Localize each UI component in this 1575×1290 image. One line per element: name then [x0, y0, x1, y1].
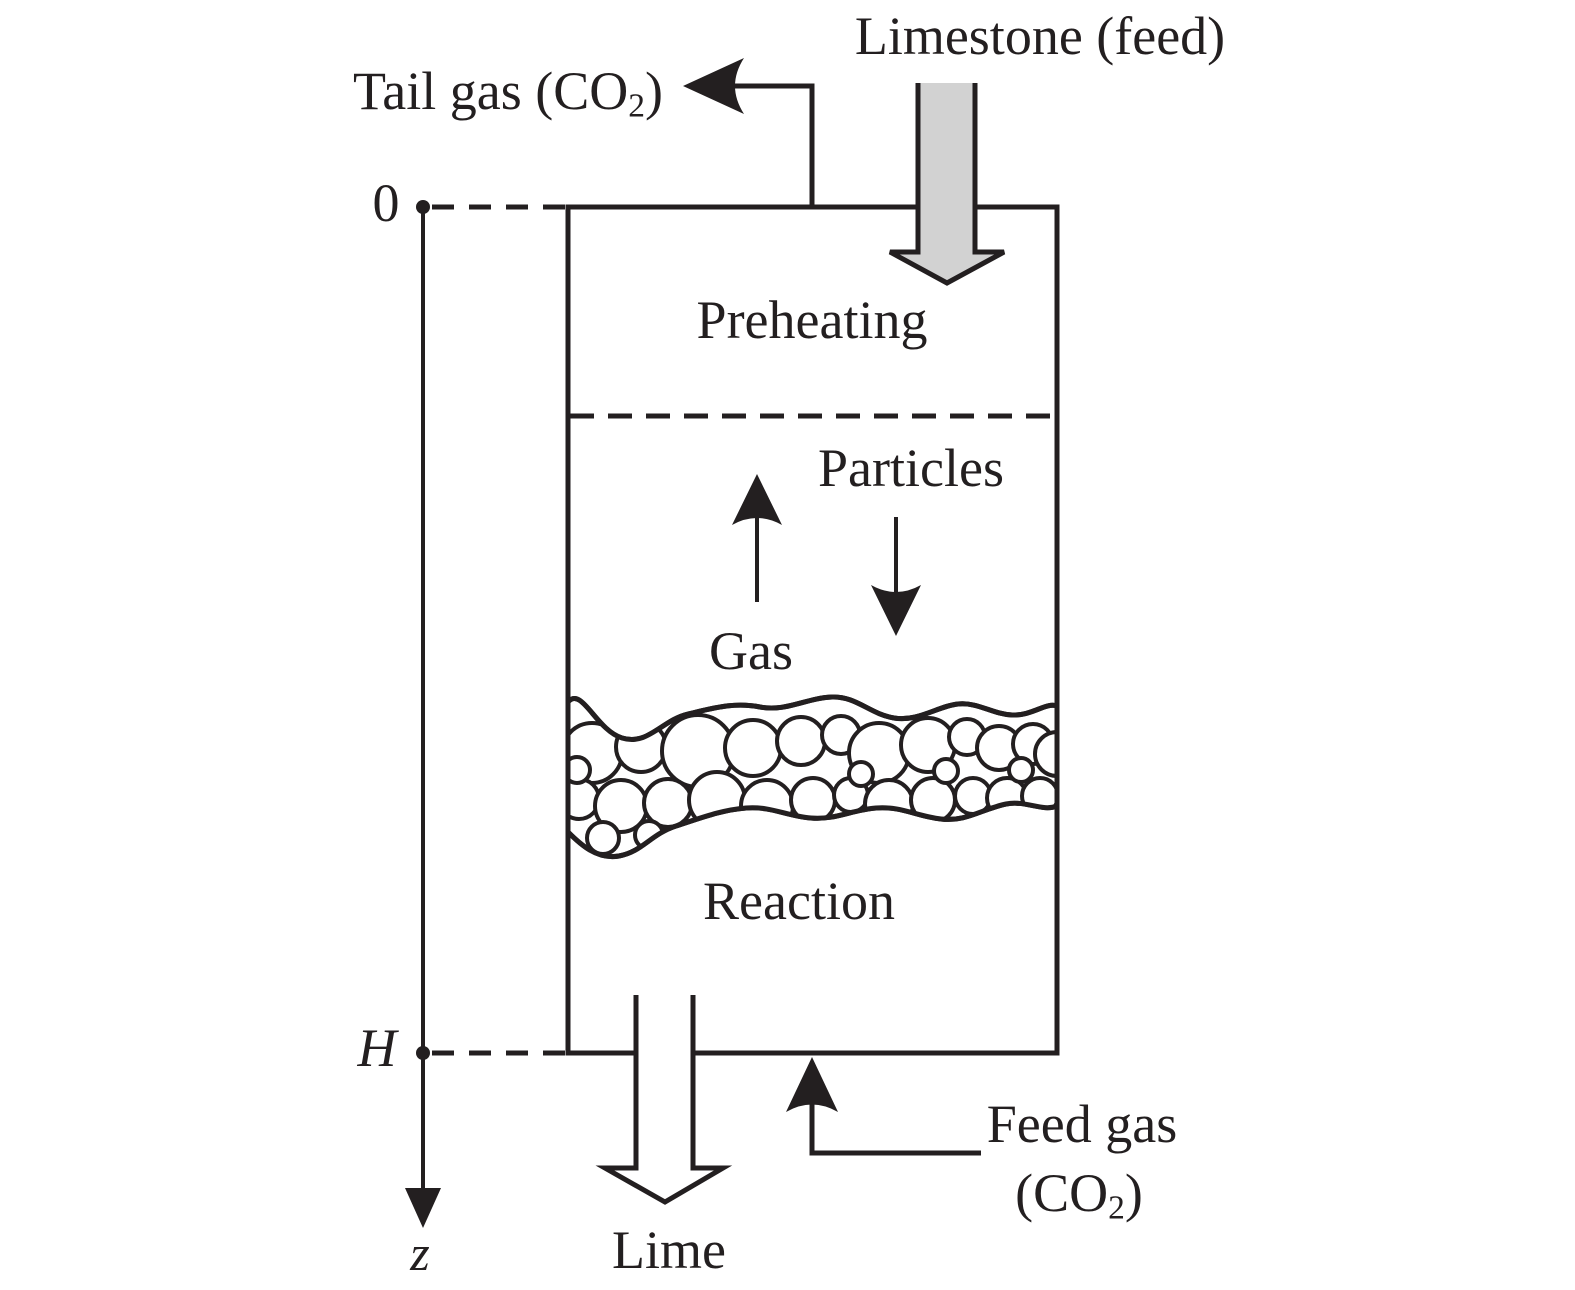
feed-gas-label-close: ) [1124, 1163, 1143, 1223]
lime-label: Lime [612, 1220, 726, 1280]
particles-down-arrowhead-icon [871, 585, 921, 636]
feed-gas-label-subscript: 2 [1108, 1189, 1125, 1227]
zone-label-preheating: Preheating [696, 290, 928, 350]
particle-bed-circles [568, 713, 1057, 856]
lime-outflow-arrow [595, 995, 733, 1205]
axis-height-label: H [357, 1018, 397, 1078]
particle-bed-outline-overlay [565, 694, 1060, 860]
gas-up-arrowhead-icon [732, 474, 782, 525]
feed-gas-connector-line [809, 1103, 981, 1156]
particle-circle [775, 715, 827, 767]
particle-circle [863, 778, 915, 830]
limestone-feed-arrow [888, 83, 1006, 286]
gas-up-arrow [732, 474, 782, 602]
particle-circle [723, 718, 783, 778]
height-tick-dot [416, 1046, 430, 1060]
tail-gas-label-close: ) [644, 61, 663, 121]
tail-gas-label: Tail gas (CO2) [353, 61, 663, 123]
axis-variable-label: z [410, 1225, 430, 1281]
feed-gas-label-line2: (CO2) [1015, 1163, 1143, 1225]
tail-gas-label-text: Tail gas (CO [353, 61, 629, 121]
tail-gas-connector-line [734, 83, 815, 207]
origin-tick-dot [416, 200, 430, 214]
particle-bed [565, 694, 1060, 860]
tail-gas-label-subscript: 2 [628, 87, 645, 125]
z-axis-arrowhead-icon [405, 1188, 441, 1228]
particle-circle [847, 760, 875, 788]
particles-down-arrow [871, 517, 921, 636]
particle-circle [1007, 756, 1035, 784]
feed-gas-arrowhead-icon [786, 1057, 838, 1112]
particle-circle [932, 757, 960, 785]
feed-gas-label-text: (CO [1015, 1163, 1109, 1223]
zone-label-reaction: Reaction [703, 871, 895, 931]
limestone-feed-label: Limestone (feed) [854, 6, 1226, 66]
axis-origin-label: 0 [372, 173, 400, 233]
particles-label: Particles [818, 438, 1004, 498]
particle-circle [1033, 730, 1057, 778]
gas-label: Gas [709, 621, 793, 681]
particle-circle [568, 777, 601, 821]
feed-gas-label-line1: Feed gas [986, 1094, 1178, 1154]
tail-gas-arrowhead-icon [683, 58, 744, 114]
